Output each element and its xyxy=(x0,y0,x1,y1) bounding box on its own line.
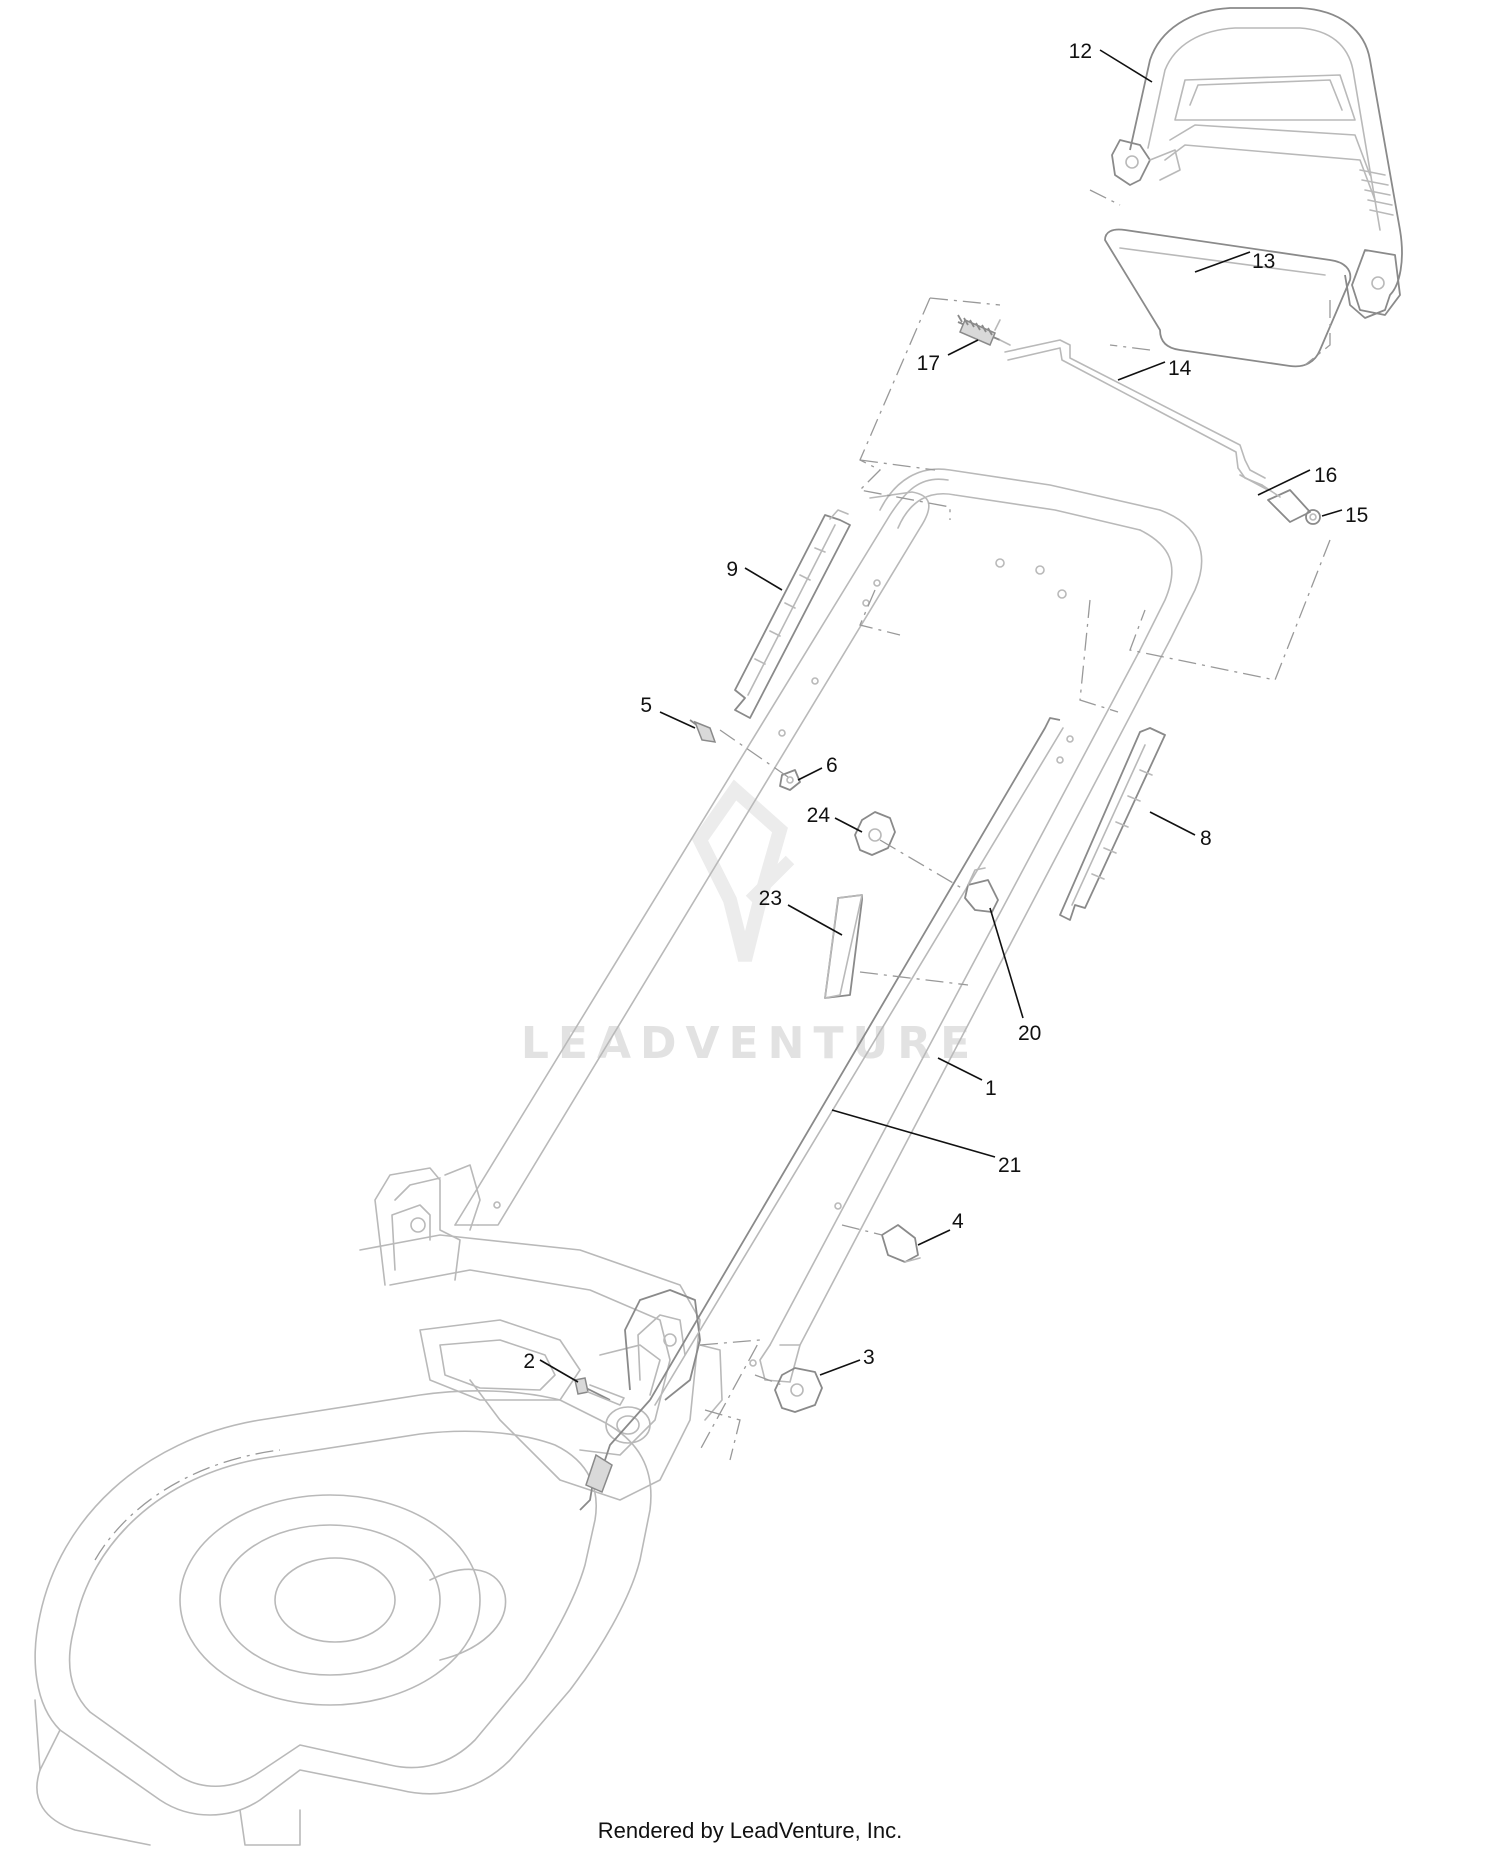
callout-23: 23 xyxy=(759,887,782,910)
callout-21: 21 xyxy=(998,1154,1021,1177)
callout-labels: 12 13 17 14 16 15 9 5 6 24 8 23 20 1 21 … xyxy=(523,40,1368,1373)
callout-3: 3 xyxy=(863,1346,875,1369)
upper-handle-bail xyxy=(1111,7,1403,319)
lock-nut xyxy=(779,769,801,791)
callout-16: 16 xyxy=(1314,464,1337,487)
bail-rod xyxy=(1004,339,1266,486)
footer-credit: Rendered by LeadVenture, Inc. xyxy=(597,1818,903,1843)
callout-14: 14 xyxy=(1168,357,1192,380)
callout-24: 24 xyxy=(807,804,831,827)
callout-15: 15 xyxy=(1345,504,1368,527)
callout-5: 5 xyxy=(640,694,652,717)
right-height-bracket xyxy=(624,1289,723,1421)
rod-bushing xyxy=(1239,474,1321,525)
callout-13: 13 xyxy=(1252,250,1275,273)
callout-6: 6 xyxy=(826,754,838,777)
callout-1: 1 xyxy=(985,1077,997,1100)
assembly-lines xyxy=(699,189,1331,1461)
callout-12: 12 xyxy=(1069,40,1092,63)
spring xyxy=(957,314,1011,346)
cable-clip xyxy=(964,867,999,913)
callout-leaders xyxy=(539,49,1343,1383)
handle-knob-lower xyxy=(774,1367,823,1413)
watermark-logo-icon xyxy=(691,779,795,962)
left-cable-guide xyxy=(734,509,851,719)
callout-17: 17 xyxy=(917,352,940,375)
pivot-bolt xyxy=(574,1377,625,1406)
handle-knob-upper xyxy=(854,811,896,856)
control-cable xyxy=(579,717,1064,1511)
hitch-pin xyxy=(689,719,717,743)
callout-9: 9 xyxy=(726,558,738,581)
decal-strip xyxy=(824,894,863,999)
cable-mount xyxy=(881,1224,921,1263)
mower-deck xyxy=(34,1390,652,1846)
watermark-text: LEADVENTURE xyxy=(521,1018,979,1069)
left-height-bracket xyxy=(374,1164,481,1286)
right-cable-guide xyxy=(1059,727,1166,921)
main-handle xyxy=(454,468,1203,1383)
watermark: LEADVENTURE xyxy=(521,779,979,1069)
callout-20: 20 xyxy=(1018,1022,1041,1045)
deck-housing xyxy=(359,1234,701,1501)
callout-2: 2 xyxy=(523,1350,535,1373)
callout-8: 8 xyxy=(1200,827,1212,850)
grip-plate xyxy=(1104,228,1352,368)
callout-4: 4 xyxy=(952,1210,964,1233)
